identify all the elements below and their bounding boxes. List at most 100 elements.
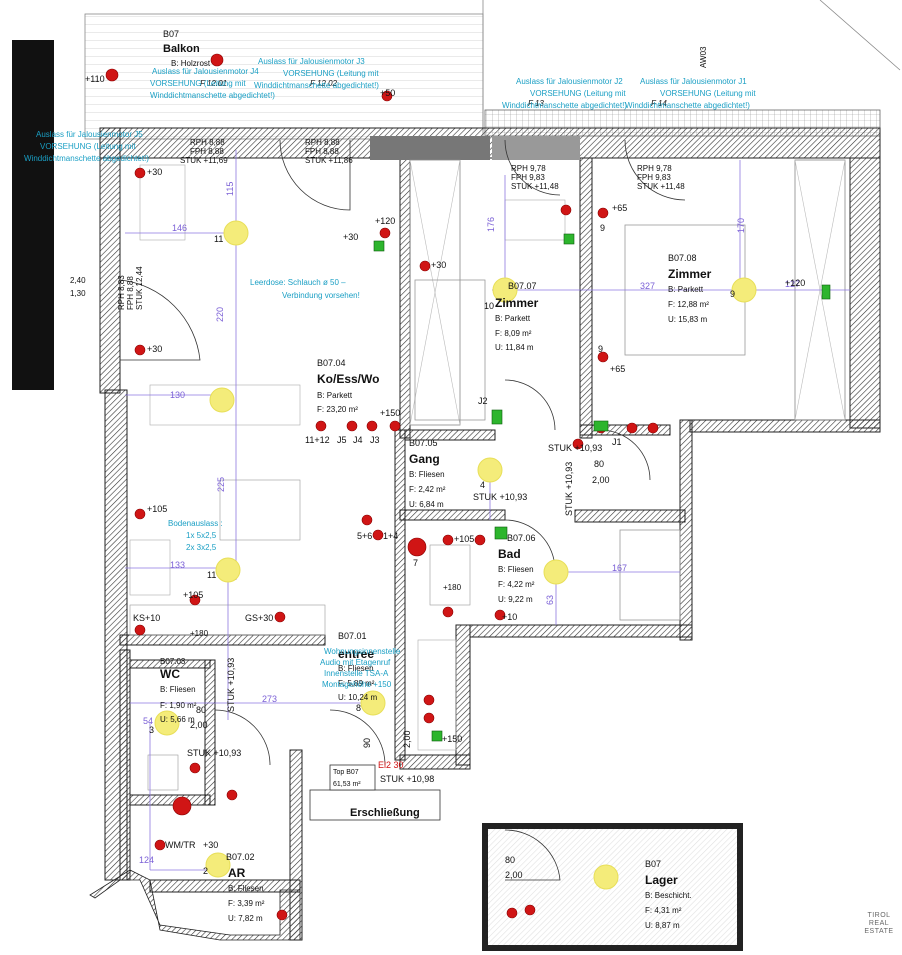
window-fph-2: FPH 8,88 bbox=[305, 147, 339, 156]
ar-floor: B: Fliesen bbox=[228, 884, 264, 893]
door-dim-200-lager: 2,00 bbox=[505, 870, 523, 880]
top-area: 61,53 m² bbox=[333, 781, 361, 788]
lager-name: Lager bbox=[645, 873, 678, 887]
room-shading bbox=[89, 136, 846, 941]
dim-170: 170 bbox=[736, 218, 746, 233]
light-points bbox=[154, 220, 757, 890]
door-dim-80-wc: 80 bbox=[196, 705, 206, 715]
window-stuk-3: STUK +11,48 bbox=[511, 182, 559, 191]
kitchen-id: B07.04 bbox=[317, 358, 346, 368]
bad-id: B07.06 bbox=[507, 533, 536, 543]
room2-floor: B: Parkett bbox=[668, 285, 704, 294]
door-dim-90: 90 bbox=[362, 738, 372, 748]
door-dim-200-entree: 2,00 bbox=[402, 730, 412, 748]
ceiling-light-ar bbox=[205, 852, 231, 878]
logo-line-2: REAL bbox=[868, 920, 890, 927]
h10-label: +10 bbox=[502, 612, 517, 622]
note-audio-3: Innenstelle TSA-A bbox=[324, 669, 389, 678]
h30-label-d: +30 bbox=[343, 232, 358, 242]
bad-area: F: 4,22 m² bbox=[498, 580, 535, 589]
dim-167: 167 bbox=[612, 563, 627, 573]
balkon-name: Balkon bbox=[163, 43, 200, 55]
ceiling-light-kitchen-1 bbox=[223, 220, 249, 246]
n9-label-b: 9 bbox=[730, 289, 735, 299]
wc-floor: B: Fliesen bbox=[160, 685, 196, 694]
h105-label-a: +105 bbox=[147, 504, 167, 514]
h30-label-a: +30 bbox=[147, 167, 162, 177]
erschliessung-label: Erschließung bbox=[350, 807, 420, 819]
window-rph-3: RPH 9,78 bbox=[511, 164, 546, 173]
window-fph-3: FPH 9,83 bbox=[511, 173, 545, 182]
door-dim-200-wc: 2,00 bbox=[190, 720, 208, 730]
ceiling-light-kitchen-2 bbox=[209, 387, 235, 413]
entree-id: B07.01 bbox=[338, 631, 367, 641]
window-side-dim-240: 2,40 bbox=[70, 276, 86, 285]
h180-label-a: +180 bbox=[190, 629, 209, 638]
wc-perimeter: U: 5,66 m bbox=[160, 715, 195, 724]
logo-line-1: TIROL bbox=[867, 912, 891, 919]
h30-label-c: +30 bbox=[431, 260, 446, 270]
balcony bbox=[12, 0, 901, 390]
n1112-label: 11+12 bbox=[305, 435, 330, 445]
gang-name: Gang bbox=[409, 452, 440, 466]
door-dim-200: 2,00 bbox=[592, 475, 610, 485]
window-f13: F 13 bbox=[528, 99, 544, 108]
window-fph-4: FPH 9,83 bbox=[637, 173, 671, 182]
window-f1202: F 12.02 bbox=[310, 79, 338, 88]
j3-label: J3 bbox=[370, 435, 380, 445]
j2-label: J2 bbox=[478, 396, 488, 406]
window-labels: F 12.01 F 12.02 F 13 F 14 AW03 RPH 8,88 … bbox=[70, 46, 708, 310]
wc-area: F: 1,90 m² bbox=[160, 701, 197, 710]
note-boden-1: Bodenauslass : bbox=[168, 519, 223, 528]
n7-label: 7 bbox=[413, 558, 418, 568]
lager-area: F: 4,31 m² bbox=[645, 906, 682, 915]
stuk-vertical-2: STUK +10,93 bbox=[226, 658, 236, 712]
switches bbox=[373, 233, 831, 742]
room1-perimeter: U: 11,84 m bbox=[495, 343, 534, 352]
dim-115: 115 bbox=[225, 182, 235, 196]
room1-area: F: 8,09 m² bbox=[495, 329, 532, 338]
door-dim-80-lager: 80 bbox=[505, 855, 515, 865]
window-aw03: AW03 bbox=[699, 46, 708, 68]
note-j2-3: Winddichtmanschette abgedichtet!) bbox=[502, 101, 627, 110]
note-j5-3: Winddichtmanschette abgedichtet!) bbox=[24, 154, 149, 163]
dim-176: 176 bbox=[486, 217, 496, 232]
room1-id: B07.07 bbox=[508, 281, 537, 291]
note-j3-1: Auslass für Jalousienmotor J3 bbox=[258, 57, 365, 66]
gs-label: GS+30 bbox=[245, 613, 273, 623]
h105-label-b: +105 bbox=[454, 534, 474, 544]
h50-label: +50 bbox=[380, 88, 395, 98]
stuk-wc: STUK +10,93 bbox=[187, 748, 241, 758]
note-j4-2: VORSEHUNG (Leitung mit bbox=[150, 79, 246, 88]
note-j4-3: Winddichtmanschette abgedichtet!) bbox=[150, 91, 275, 100]
note-leerdose-2: Verbindung vorsehen! bbox=[282, 291, 360, 300]
room2-name: Zimmer bbox=[668, 267, 712, 281]
ceiling-light-entree bbox=[360, 690, 386, 716]
window-f14: F 14 bbox=[651, 99, 667, 108]
note-j3-2: VORSEHUNG (Leitung mit bbox=[283, 69, 379, 78]
logo-line-3: ESTATE bbox=[864, 928, 894, 935]
window-rph-1: RPH 8,88 bbox=[190, 138, 225, 147]
window-side-rph: RPH 8,83 bbox=[117, 275, 126, 310]
note-j2-2: VORSEHUNG (Leitung mit bbox=[530, 89, 626, 98]
room2-id: B07.08 bbox=[668, 253, 697, 263]
h180-label-b: +180 bbox=[443, 583, 462, 592]
window-stuk-2: STUK +11,86 bbox=[305, 156, 353, 165]
door-labels: STUK +10,93 STUK +10,93 STUK +10,93 STUK… bbox=[187, 443, 610, 880]
window-fph-1: FPH 8,88 bbox=[190, 147, 224, 156]
annotations: Auslass für Jalousienmotor J4 VORSEHUNG … bbox=[24, 57, 756, 689]
entree-perimeter: U: 10,24 m bbox=[338, 693, 377, 702]
n11-label: 11 bbox=[207, 570, 216, 580]
gang-id: B07.05 bbox=[409, 438, 438, 448]
ar-id: B07.02 bbox=[226, 852, 255, 862]
n8-label: 8 bbox=[356, 703, 361, 713]
note-j1-2: VORSEHUNG (Leitung mit bbox=[660, 89, 756, 98]
dim-273: 273 bbox=[262, 694, 277, 704]
note-boden-2: 1x 5x2,5 bbox=[186, 531, 217, 540]
dimension-numbers: 146 115 220 130 225 133 176 327 127 170 … bbox=[139, 182, 800, 865]
n12-label: 11 bbox=[214, 234, 223, 244]
ceiling-light-room1 bbox=[492, 277, 518, 303]
walls bbox=[99, 127, 881, 941]
gang-area: F: 2,42 m² bbox=[409, 485, 446, 494]
bad-perimeter: U: 9,22 m bbox=[498, 595, 533, 604]
